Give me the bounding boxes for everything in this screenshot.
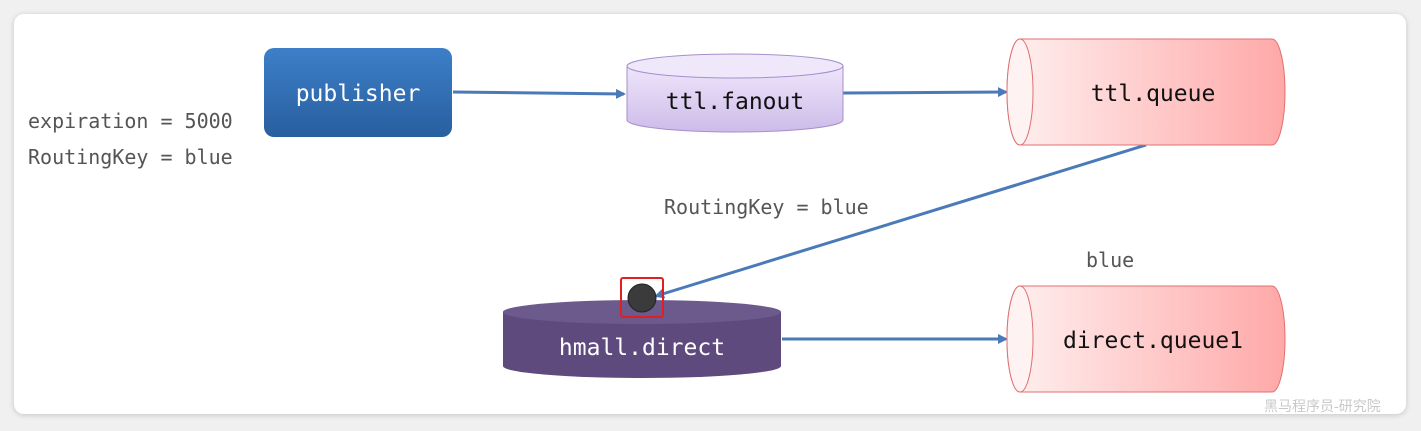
publisher-label: publisher (296, 81, 421, 107)
message-routing-key-label: RoutingKey = blue (28, 145, 233, 169)
binding-key-label: blue (1086, 248, 1134, 272)
direct-queue1-label: direct.queue1 (1063, 328, 1243, 354)
ttl-queue-label: ttl.queue (1091, 81, 1216, 107)
hmall-direct-exchange: hmall.direct (503, 300, 781, 378)
hmall-direct-label: hmall.direct (559, 335, 725, 361)
arrow-fanout-to-ttl-queue (842, 87, 1008, 98)
highlight-box (620, 277, 664, 318)
direct-queue1: direct.queue1 (1006, 285, 1286, 393)
publisher-node: publisher (264, 48, 452, 137)
watermark: 黑马程序员-研究院 (1264, 399, 1381, 415)
dead-letter-endpoint (620, 277, 664, 318)
arrow-ttl-queue-to-direct (654, 143, 1147, 299)
ttl-queue: ttl.queue (1006, 38, 1286, 146)
dead-letter-routing-key-label: RoutingKey = blue (664, 195, 869, 219)
arrow-publisher-to-fanout (452, 88, 626, 99)
ttl-fanout-exchange: ttl.fanout (626, 53, 844, 133)
ttl-fanout-label: ttl.fanout (666, 89, 804, 115)
expiration-label: expiration = 5000 (28, 109, 233, 133)
knob-icon (627, 283, 657, 313)
